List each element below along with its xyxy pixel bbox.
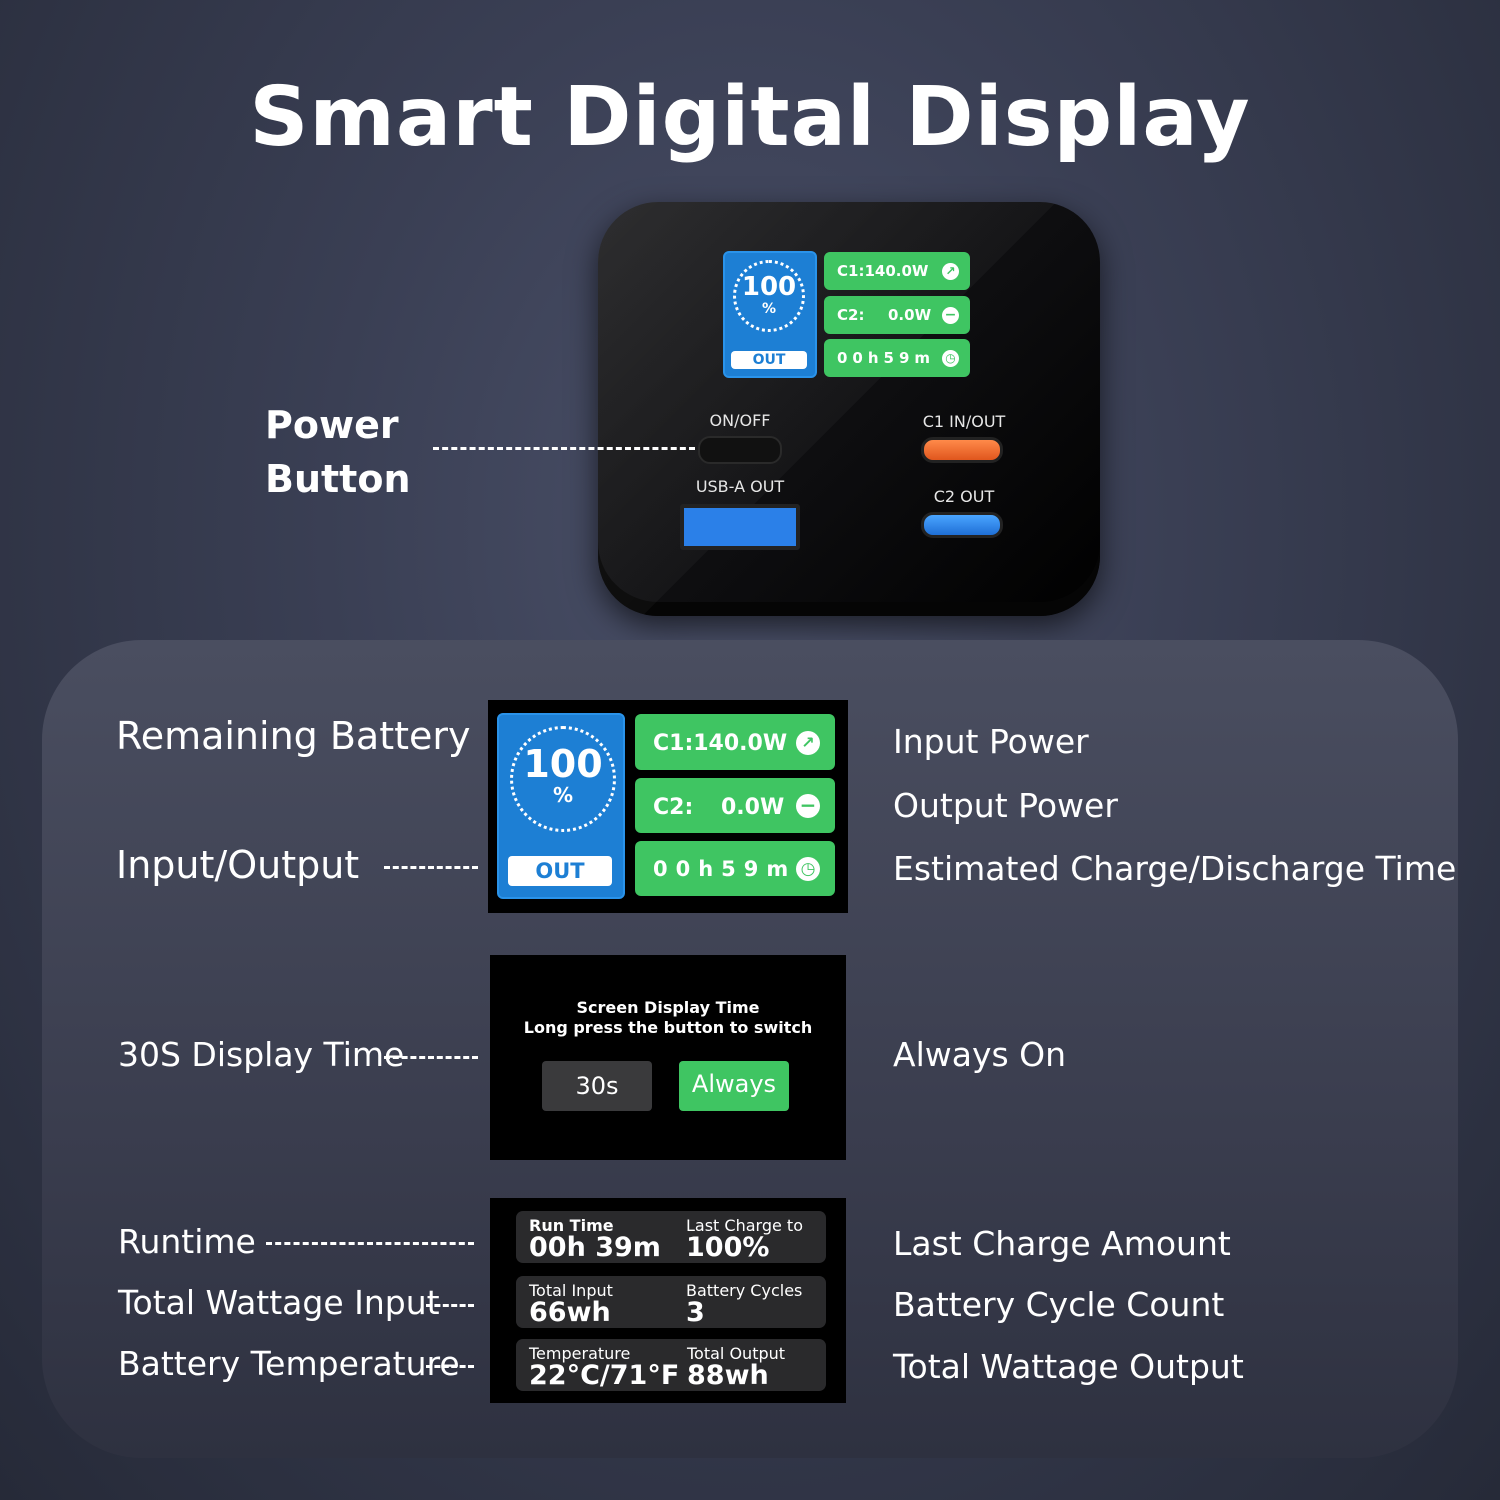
device-mode-tag: OUT (731, 351, 807, 369)
output-power-label: Output Power (893, 786, 1118, 825)
input-power-label: Input Power (893, 722, 1089, 761)
usb-c1-port (921, 437, 1003, 463)
input-output-leader (384, 866, 478, 869)
c1-readout: C1:140.0W ↗ (635, 714, 835, 770)
usb-a-port (680, 504, 800, 550)
minus-icon: − (796, 794, 820, 818)
battery-temperature-label: Battery Temperature (118, 1344, 460, 1383)
arrow-up-right-icon: ↗ (942, 263, 959, 280)
display-time-subtitle: Long press the button to switch (523, 1018, 813, 1037)
temperature-label: Temperature (529, 1344, 631, 1363)
total-wattage-input-leader (426, 1304, 474, 1307)
power-button-line1: Power (265, 403, 399, 447)
on-off-label: ON/OFF (709, 411, 771, 430)
total-output-value: 88wh (687, 1360, 769, 1391)
battery-temperature-leader (426, 1365, 474, 1368)
device-c2-readout: C2: 0.0W − (824, 296, 970, 334)
battery-cycle-count-label: Battery Cycle Count (893, 1285, 1225, 1324)
time-text: 00h59m (653, 857, 797, 881)
c2-readout: C2: 0.0W − (635, 778, 835, 833)
last-charge-amount-label: Last Charge Amount (893, 1224, 1231, 1263)
runtime-leader (266, 1242, 474, 1245)
battery-panel: 100 % OUT (497, 713, 625, 899)
run-time-value: 00h 39m (529, 1232, 661, 1263)
option-always-button[interactable]: Always (679, 1061, 789, 1111)
minus-icon: − (942, 307, 959, 324)
total-input-value: 66wh (529, 1297, 611, 1328)
battery-cycles-value: 3 (686, 1297, 705, 1328)
time-readout: 00h59m ◷ (635, 841, 835, 896)
device-battery-panel: 100 % OUT (723, 251, 817, 378)
last-charge-value: 100% (686, 1232, 770, 1263)
device-time-readout: 00h59m ◷ (824, 339, 970, 377)
total-wattage-output-label: Total Wattage Output (893, 1347, 1244, 1386)
total-input-label: Total Input (529, 1281, 613, 1300)
clock-icon: ◷ (942, 350, 959, 367)
display-time-title: Screen Display Time (576, 998, 760, 1017)
last-charge-label: Last Charge to (686, 1216, 803, 1235)
percent-sign: % (552, 783, 574, 807)
always-on-label: Always On (893, 1035, 1067, 1074)
c1-text: C1:140.0W (653, 731, 788, 756)
display-time-screen (490, 955, 846, 1160)
input-output-label: Input/Output (116, 843, 360, 887)
option-30s-button[interactable]: 30s (542, 1061, 652, 1111)
battery-percent: 100 (523, 742, 603, 786)
c2-label: C2: (653, 795, 694, 820)
clock-icon: ◷ (796, 857, 820, 881)
battery-ring: 100 % (510, 726, 616, 832)
device-time-text: 00h59m (837, 349, 936, 367)
device-c2-value: 0.0W (888, 306, 932, 324)
runtime-label: Runtime (118, 1222, 256, 1261)
device-percent-sign: % (761, 301, 777, 317)
usb-a-out-label: USB-A OUT (695, 477, 785, 496)
page-title: Smart Digital Display (249, 70, 1251, 165)
arrow-up-right-icon: ↗ (796, 731, 820, 755)
remaining-battery-label: Remaining Battery (116, 714, 471, 758)
c2-out-label: C2 OUT (933, 487, 995, 506)
device-c2-label: C2: (837, 306, 865, 324)
usb-c2-port (921, 512, 1003, 538)
c1-in-out-label: C1 IN/OUT (922, 412, 1006, 431)
temperature-value: 22°C/71°F (529, 1360, 680, 1391)
display-time-label: 30S Display Time (118, 1035, 405, 1074)
device-battery-percent: 100 (741, 272, 797, 302)
power-button[interactable] (698, 436, 782, 464)
total-output-label: Total Output (687, 1344, 786, 1363)
mode-tag: OUT (508, 856, 612, 886)
power-button-line2: Button (265, 457, 411, 501)
device-battery-ring: 100 % (733, 260, 805, 332)
stats-row-1 (516, 1211, 826, 1263)
total-wattage-input-label: Total Wattage Input (118, 1283, 440, 1322)
battery-cycles-label: Battery Cycles (686, 1281, 803, 1300)
c2-value: 0.0W (721, 795, 785, 820)
power-button-callout: Power Button (265, 398, 411, 506)
stats-row-3 (516, 1339, 826, 1391)
device-c1-readout: C1:140.0W ↗ (824, 252, 970, 290)
display-time-leader (384, 1056, 478, 1059)
device-c1-text: C1:140.0W (837, 262, 929, 280)
stats-row-2 (516, 1276, 826, 1328)
run-time-label: Run Time (529, 1216, 614, 1235)
estimated-time-label: Estimated Charge/Discharge Time (893, 849, 1457, 888)
power-button-leader (433, 447, 695, 450)
